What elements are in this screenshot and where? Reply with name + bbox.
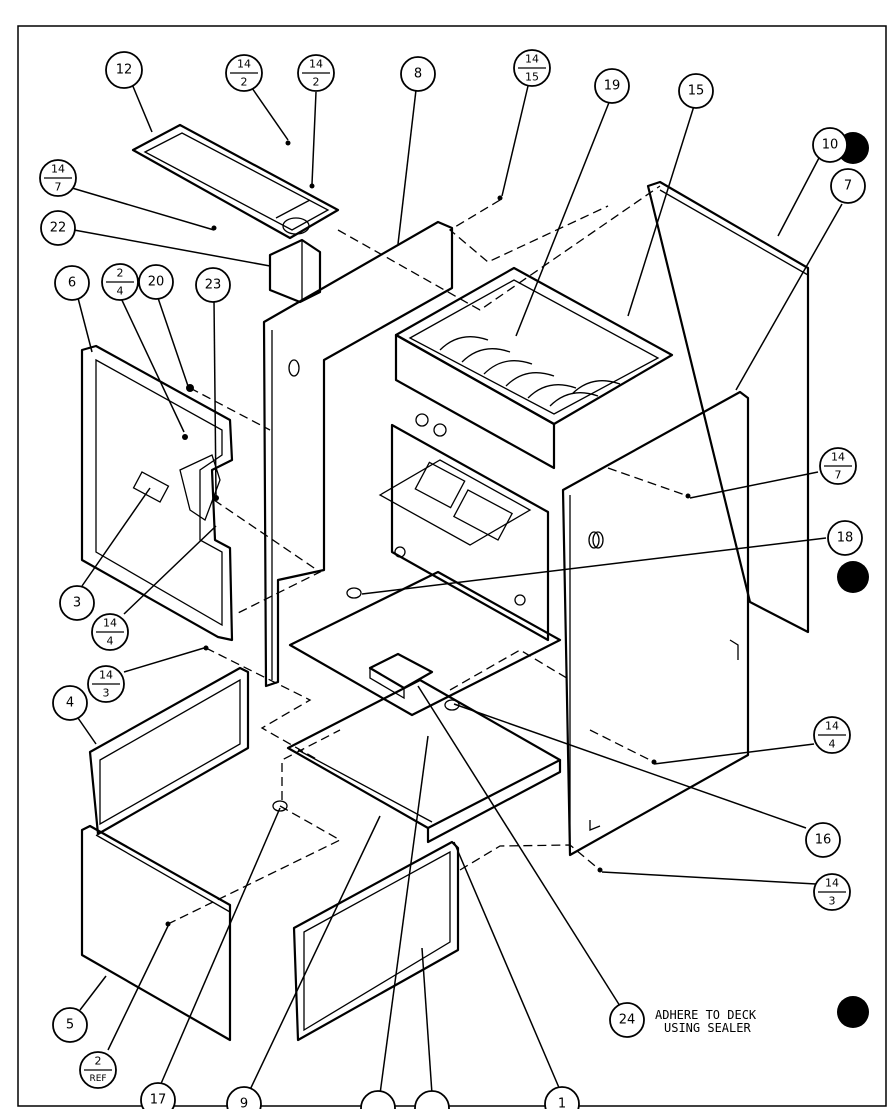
callout-partial-a [360, 1090, 396, 1109]
note-adhere-to-deck: ADHERE TO DECK USING SEALER [655, 1008, 757, 1035]
callout-23-label: 23 [205, 278, 222, 293]
callout-14-7a-den: 7 [55, 181, 62, 194]
callout-2-4-num: 2 [117, 267, 124, 280]
callout-2-ref-num: 2 [95, 1055, 102, 1068]
part-22-bracket [268, 238, 322, 304]
callout-15: 15 [678, 73, 714, 109]
part-10-rear-panel [646, 180, 810, 634]
callout-20: 20 [138, 264, 174, 300]
callout-4: 4 [52, 685, 88, 721]
assembly-dash-lines [167, 185, 689, 925]
callout-1-label: 1 [558, 1097, 566, 1109]
callout-14-4a: 14 4 [91, 613, 129, 651]
callout-14-7b-den: 7 [835, 469, 842, 482]
callout-17: 17 [140, 1082, 176, 1109]
callout-14-15: 14 15 [513, 49, 551, 87]
callout-14-4b-num: 14 [825, 720, 839, 733]
callout-3-label: 3 [73, 596, 81, 611]
callout-14-4a-num: 14 [103, 617, 117, 630]
part-6-upper-door [80, 344, 234, 642]
callout-14-2a: 14 2 [225, 54, 263, 92]
callout-19-label: 19 [604, 79, 621, 94]
callout-2-4: 2 4 [101, 263, 139, 301]
callout-14-15-num: 14 [525, 53, 539, 66]
callout-9-label: 9 [240, 1097, 248, 1109]
callout-partial-b [414, 1090, 450, 1109]
callout-12: 12 [105, 51, 143, 89]
callout-24: 24 [609, 1002, 645, 1038]
burner-assembly [378, 423, 550, 642]
registration-dot-bottom [837, 996, 869, 1028]
callout-24-label: 24 [619, 1013, 636, 1028]
part-deck-floor [288, 570, 562, 717]
part-8-left-side-panel [262, 220, 600, 688]
callout-14-2a-den: 2 [241, 76, 248, 89]
callout-14-3a-num: 14 [99, 669, 113, 682]
part-5-bottom-panel [80, 824, 232, 1042]
callout-16-label: 16 [815, 833, 832, 848]
callout-9: 9 [226, 1086, 262, 1109]
callout-6: 6 [54, 265, 90, 301]
callout-14-3a-den: 3 [103, 687, 110, 700]
callout-17-label: 17 [150, 1093, 167, 1108]
callout-22: 22 [40, 210, 76, 246]
callout-18: 18 [827, 520, 863, 556]
callout-15-label: 15 [688, 84, 705, 99]
callout-14-2b: 14 2 [297, 54, 335, 92]
callout-14-4b: 14 4 [813, 716, 851, 754]
callout-18-label: 18 [837, 531, 854, 546]
callout-12-label: 12 [116, 63, 133, 78]
callout-6-label: 6 [68, 276, 76, 291]
part-9-filter-panel [292, 840, 460, 1042]
callout-2-ref: 2 REF [79, 1051, 117, 1089]
part-19-heat-exchanger [394, 266, 674, 470]
part-7-right-side-panel [561, 390, 750, 857]
callout-14-7a: 14 7 [39, 159, 77, 197]
callout-14-4a-den: 4 [107, 635, 114, 648]
callout-14-7b: 14 7 [819, 447, 857, 485]
callout-14-2b-num: 14 [309, 58, 323, 71]
callout-19: 19 [594, 68, 630, 104]
callout-5-label: 5 [66, 1018, 74, 1033]
callout-10: 10 [812, 127, 848, 163]
fasteners [165, 140, 691, 927]
callout-7: 7 [830, 168, 866, 204]
callout-3: 3 [59, 585, 95, 621]
callout-14-7a-num: 14 [51, 163, 65, 176]
callout-8-label: 8 [414, 67, 422, 82]
callout-14-15-den: 15 [525, 71, 539, 84]
drawing-border [17, 25, 887, 1107]
callout-14-2b-den: 2 [313, 76, 320, 89]
callout-23: 23 [195, 267, 231, 303]
callout-1: 1 [544, 1086, 580, 1109]
callout-20-label: 20 [148, 275, 165, 290]
leader-lines [71, 83, 843, 1095]
callout-7-label: 7 [844, 179, 852, 194]
callout-2-4-den: 4 [117, 285, 124, 298]
callout-14-3b: 14 3 [813, 873, 851, 911]
note-line-1: ADHERE TO DECK [655, 1008, 757, 1022]
callout-14-3b-num: 14 [825, 877, 839, 890]
callout-10-label: 10 [822, 138, 839, 153]
note-line-2: USING SEALER [664, 1021, 751, 1035]
callout-14-7b-num: 14 [831, 451, 845, 464]
callout-22-label: 22 [50, 221, 67, 236]
callout-16: 16 [805, 822, 841, 858]
callout-8: 8 [400, 56, 436, 92]
callout-14-3b-den: 3 [829, 895, 836, 908]
part-12-top-cover [131, 123, 340, 240]
callout-14-4b-den: 4 [829, 738, 836, 751]
registration-dot-middle [837, 561, 869, 593]
callout-5: 5 [52, 1007, 88, 1043]
callout-4-label: 4 [66, 696, 74, 711]
callout-2-ref-den: REF [89, 1074, 106, 1084]
callout-14-3a: 14 3 [87, 665, 125, 703]
part-4-lower-frame [88, 666, 250, 836]
callout-14-2a-num: 14 [237, 58, 251, 71]
